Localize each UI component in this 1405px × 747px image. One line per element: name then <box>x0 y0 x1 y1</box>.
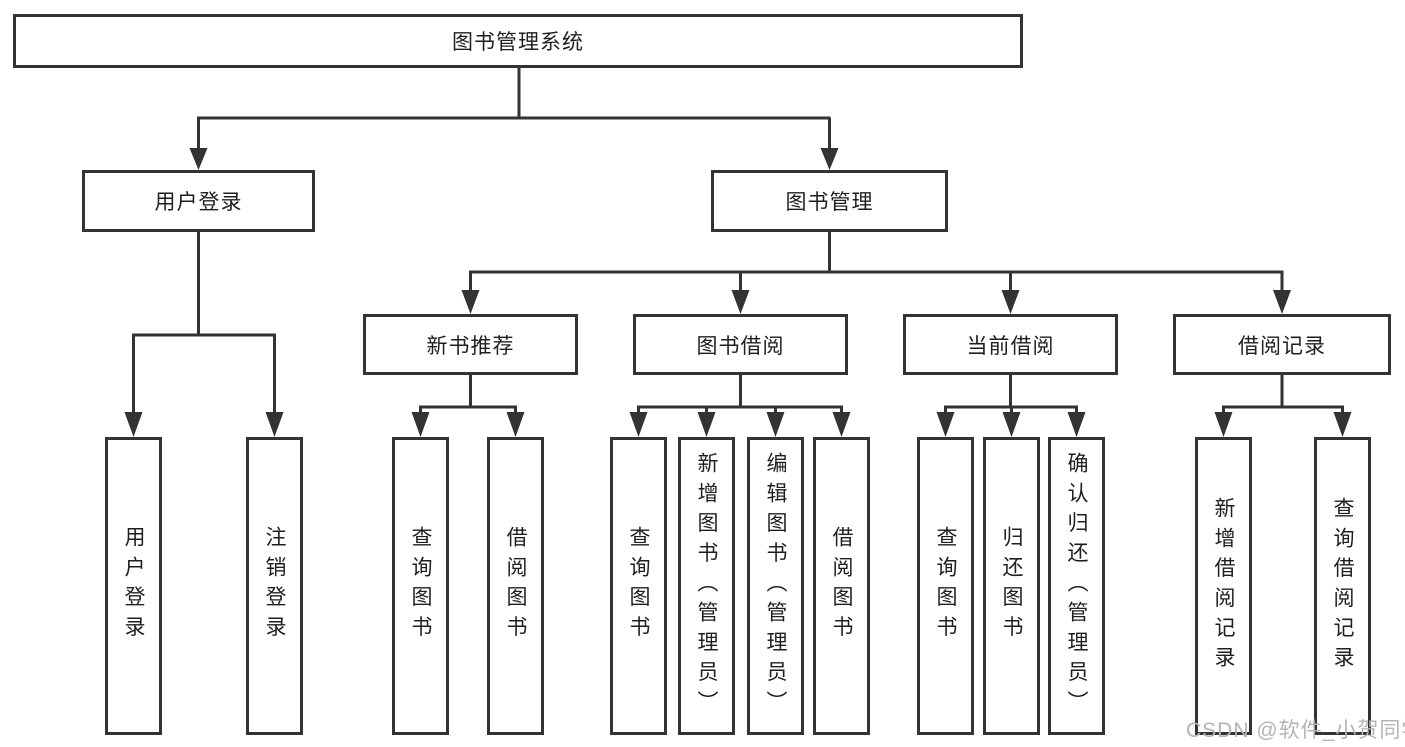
node-book-management: 图书管理 <box>711 170 948 232</box>
leaf-query-books-current: 查询图书 <box>917 437 974 735</box>
leaf-query-books-recommend: 查询图书 <box>392 437 449 735</box>
leaf-confirm-return-admin: 确认归还（管理员） <box>1048 437 1105 735</box>
leaf-add-books-admin: 新增图书（管理员） <box>678 437 735 735</box>
leaf-return-books: 归还图书 <box>983 437 1040 735</box>
leaf-borrow-books: 借阅图书 <box>813 437 870 735</box>
leaf-label: 借阅图书 <box>830 526 853 646</box>
leaf-user-login: 用户登录 <box>105 437 162 735</box>
leaf-logout: 注销登录 <box>246 437 303 735</box>
leaf-label: 编辑图书（管理员） <box>764 451 787 721</box>
leaf-query-books-borrow: 查询图书 <box>610 437 667 735</box>
node-new-book-recommend: 新书推荐 <box>363 314 578 375</box>
leaf-borrow-books-recommend: 借阅图书 <box>487 437 544 735</box>
node-book-borrow: 图书借阅 <box>633 314 848 375</box>
node-user-login: 用户登录 <box>82 170 315 232</box>
leaf-label: 查询借阅记录 <box>1331 496 1354 676</box>
leaf-query-borrow-record: 查询借阅记录 <box>1314 437 1371 735</box>
leaf-label: 借阅图书 <box>504 526 527 646</box>
node-current-borrow: 当前借阅 <box>903 314 1118 375</box>
leaf-label: 用户登录 <box>122 526 145 646</box>
leaf-label: 确认归还（管理员） <box>1065 451 1088 721</box>
node-root: 图书管理系统 <box>13 14 1023 68</box>
leaf-label: 新增图书（管理员） <box>695 451 718 721</box>
watermark: CSDN @软件_小贺同学 <box>1186 719 1405 742</box>
leaf-edit-books-admin: 编辑图书（管理员） <box>747 437 804 735</box>
leaf-label: 查询图书 <box>934 526 957 646</box>
leaf-label: 新增借阅记录 <box>1212 496 1235 676</box>
leaf-label: 查询图书 <box>627 526 650 646</box>
leaf-label: 归还图书 <box>1000 526 1023 646</box>
leaf-add-borrow-record: 新增借阅记录 <box>1195 437 1252 735</box>
leaf-label: 查询图书 <box>409 526 432 646</box>
node-borrow-record: 借阅记录 <box>1173 314 1391 375</box>
leaf-label: 注销登录 <box>263 526 286 646</box>
